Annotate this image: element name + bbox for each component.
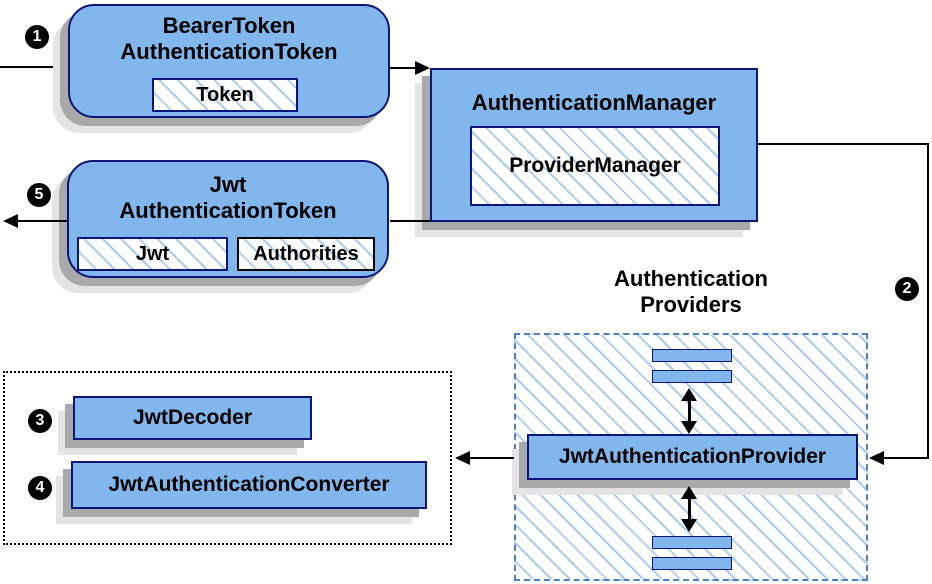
outgoing-response-line — [16, 220, 67, 222]
provider-placeholder-bar — [652, 370, 732, 383]
authentication-manager-node: AuthenticationManager ProviderManager — [430, 68, 758, 222]
step-2-path-vertical — [927, 143, 929, 459]
jwt-chip: Jwt — [77, 237, 228, 271]
bearer-token-title-line2: AuthenticationToken — [120, 39, 338, 64]
arrowhead-down-icon — [681, 421, 697, 434]
double-arrow-vertical-icon — [681, 486, 697, 532]
step-5-badge: 5 — [27, 183, 51, 207]
jwt-token-title-line2: AuthenticationToken — [119, 198, 337, 223]
providers-label-line2: Providers — [640, 292, 742, 317]
provider-placeholder-bar — [652, 536, 732, 549]
bearer-token-node-title: BearerToken AuthenticationToken — [70, 6, 388, 65]
jwt-token-node-title: Jwt AuthenticationToken — [69, 162, 387, 224]
arrowhead-left-icon — [455, 451, 470, 465]
arrow-stem — [687, 398, 691, 424]
provider-placeholder-bar — [652, 557, 732, 570]
jwt-authentication-provider-node: JwtAuthenticationProvider — [527, 434, 858, 480]
provider-placeholder-bar — [652, 349, 732, 362]
step-1-badge: 1 — [25, 25, 49, 49]
arrowhead-up-icon — [681, 388, 697, 401]
step-4-badge: 4 — [28, 476, 52, 500]
arrowhead-down-icon — [681, 519, 697, 532]
bearer-to-manager-line — [390, 67, 417, 69]
decoder-group — [3, 371, 452, 545]
step-3-badge: 3 — [28, 409, 52, 433]
providers-group-label: Authentication Providers — [514, 266, 868, 318]
authorities-chip: Authorities — [237, 237, 375, 271]
manager-to-jwt-token-line — [390, 220, 430, 222]
providers-label-line1: Authentication — [614, 266, 768, 291]
jwt-authentication-converter-title: JwtAuthenticationConverter — [108, 473, 390, 496]
jwt-authentication-provider-title: JwtAuthenticationProvider — [558, 445, 827, 468]
token-chip: Token — [152, 78, 298, 112]
incoming-request-line — [0, 66, 66, 68]
jwt-authentication-converter-node: JwtAuthenticationConverter — [71, 461, 427, 509]
arrowhead-right-icon — [415, 61, 430, 75]
provider-manager-chip: ProviderManager — [470, 126, 720, 206]
jwt-token-title-line1: Jwt — [209, 172, 247, 197]
step-2-path-horizontal-top — [758, 143, 929, 145]
arrowhead-left-icon — [3, 214, 18, 228]
authentication-manager-title: AuthenticationManager — [471, 90, 717, 115]
jwt-authentication-token-node: Jwt AuthenticationToken Jwt Authorities — [67, 160, 389, 278]
double-arrow-vertical-icon — [681, 388, 697, 434]
step-2-path-horizontal-bottom — [884, 457, 929, 459]
bearer-token-title-line1: BearerToken — [162, 13, 296, 38]
arrowhead-up-icon — [681, 486, 697, 499]
jwt-decoder-title: JwtDecoder — [132, 406, 253, 429]
step-2-badge: 2 — [895, 277, 919, 301]
arrow-stem — [687, 496, 691, 522]
bearer-token-authentication-token-node: BearerToken AuthenticationToken Token — [68, 4, 390, 118]
jwt-decoder-node: JwtDecoder — [73, 396, 312, 440]
provider-to-decoder-line — [470, 457, 514, 459]
arrowhead-left-icon — [869, 451, 884, 465]
